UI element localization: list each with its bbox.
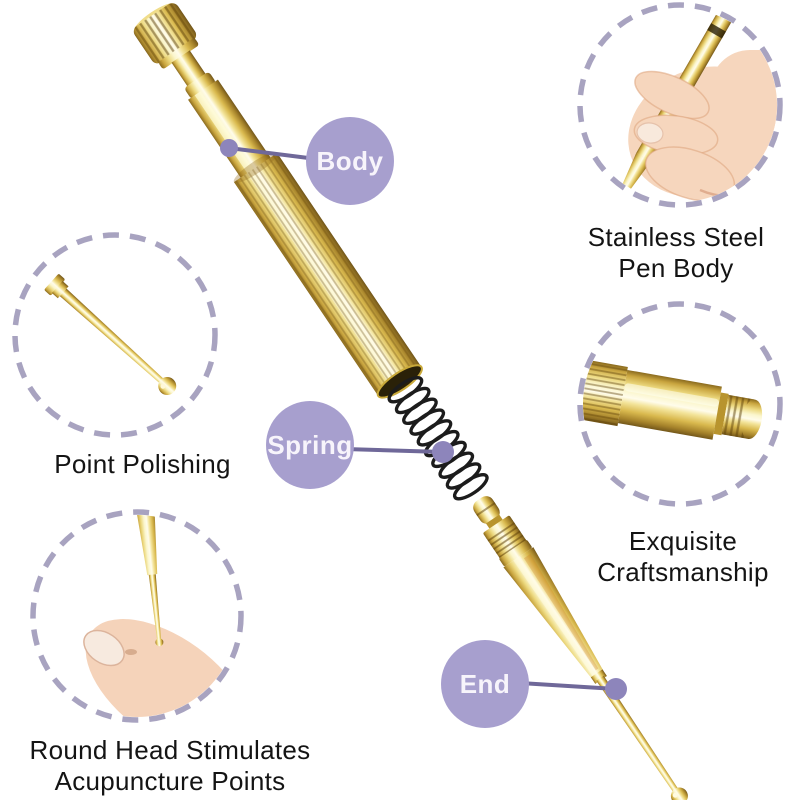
caption-line: Exquisite	[628, 526, 738, 556]
dashed-circle-round-head	[30, 509, 244, 723]
pen-end-piece	[473, 496, 688, 800]
caption-point-polishing: Point Polishing	[0, 449, 285, 480]
pen-upper-barrel	[188, 79, 272, 180]
caption-exquisite: Exquisite Craftsmanship	[528, 526, 800, 587]
caption-line: Round Head Stimulates	[29, 735, 311, 765]
caption-line: Acupuncture Points	[54, 765, 286, 796]
body-label-text: Body	[316, 145, 384, 176]
caption-line: Pen Body	[618, 252, 734, 283]
caption-line: Craftsmanship	[597, 556, 769, 587]
pen-crown-cap	[133, 3, 199, 69]
hand-holding-pen-illustration	[613, 8, 777, 202]
spring-label-text: Spring	[267, 429, 353, 460]
finger-stimulation-illustration	[83, 515, 238, 717]
knurled-cap-illustration	[583, 357, 763, 440]
dashed-circle-stainless	[577, 2, 783, 208]
body-label-bubble: Body	[306, 117, 394, 205]
caption-round-head: Round Head Stimulates Acupuncture Points	[5, 735, 335, 796]
end-connector-dot	[605, 678, 627, 700]
end-label-text: End	[459, 668, 511, 699]
caption-line: Point Polishing	[54, 449, 231, 479]
body-connector-dot	[220, 139, 238, 157]
spring-label-bubble: Spring	[266, 401, 354, 489]
spring-coil-graphic	[387, 376, 489, 501]
end-label-bubble: End	[441, 640, 529, 728]
spring-connector-dot	[432, 441, 454, 463]
polished-tip-illustration	[44, 274, 177, 396]
caption-stainless-steel: Stainless Steel Pen Body	[521, 222, 800, 283]
exploded-pen-graphic	[133, 3, 688, 800]
connector-dots	[220, 139, 627, 700]
pen-body-tube	[233, 152, 423, 399]
caption-line: Stainless Steel	[587, 222, 765, 252]
pen-neck	[171, 50, 215, 99]
dashed-circle-exquisite	[577, 301, 783, 507]
dashed-circle-point-polishing	[12, 232, 218, 438]
